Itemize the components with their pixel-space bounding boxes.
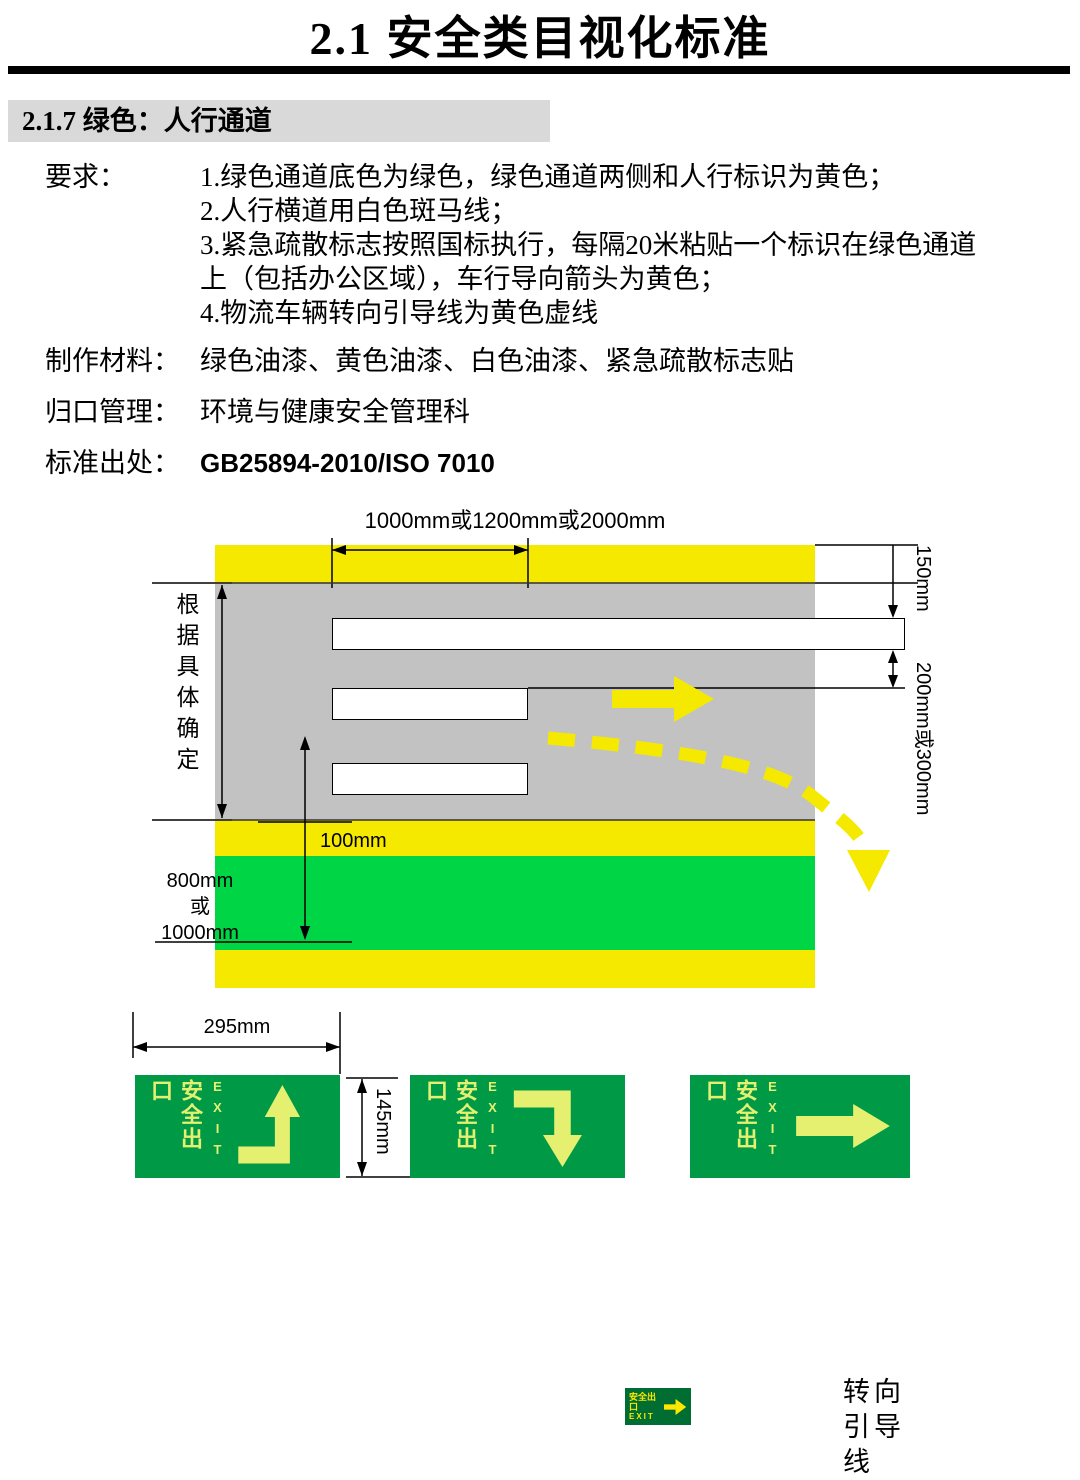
turn-up-arrow-icon — [238, 1085, 301, 1164]
management-value: 环境与健康安全管理科 — [200, 397, 470, 427]
management-label: 归口管理： — [45, 397, 180, 427]
zebra-stripe — [332, 618, 905, 650]
section-heading: 2.1.7 绿色：人行通道 — [8, 100, 550, 142]
green-walkway-area — [215, 856, 815, 950]
standard-value: GB25894-2010/ISO 7010 — [200, 448, 495, 478]
walkway-diagram: 1000mm或1200mm或2000mm 根据具体确定 150mm 200mm或… — [0, 500, 1080, 1477]
zebra-stripe — [332, 688, 528, 720]
right-arrow-icon — [663, 1398, 687, 1415]
zebra-gap-dimension-label: 200mm或300mm — [912, 662, 934, 816]
sign-height-dimension-label: 145mm — [372, 1088, 394, 1155]
turn-guide-arrowhead-icon — [847, 850, 890, 892]
evacuation-sign: 安全出口 EXIT — [625, 1388, 691, 1425]
yellow-edge-stripe-bottom — [215, 950, 815, 988]
sign-width-dimension-label: 295mm — [203, 1016, 271, 1038]
zebra-stripe — [332, 763, 528, 795]
exit-sign-turn-up: 安全出口 EXIT — [135, 1075, 340, 1178]
requirements-label: 要求： — [45, 162, 126, 192]
standard-label: 标准出处： — [45, 448, 180, 478]
materials-label: 制作材料： — [45, 346, 180, 376]
requirement-line: 上（包括办公区域），车行导向箭头为黄色； — [200, 264, 727, 294]
exit-sign-turn-down: 安全出口 EXIT — [410, 1075, 625, 1178]
evacuation-sign-text: 安全出口 EXIT — [629, 1392, 657, 1421]
requirement-line: 2.人行横道用白色斑马线； — [200, 196, 518, 226]
requirement-line: 1.绿色通道底色为绿色，绿色通道两侧和人行标识为黄色； — [200, 162, 896, 192]
turn-down-arrow-icon — [513, 1090, 582, 1167]
top-width-dimension-label: 1000mm或1200mm或2000mm — [364, 508, 666, 533]
left-height-note: 根据具体确定 — [173, 592, 198, 778]
green-width-dimension-label: 800mm 或 1000mm — [161, 870, 239, 944]
exit-sign-right: 安全出口 EXIT — [690, 1075, 910, 1178]
yellow-edge-stripe-top — [215, 545, 815, 583]
stripe-width-dimension-label: 150mm — [912, 545, 934, 612]
yellow-edge-stripe-middle — [215, 820, 815, 856]
requirement-line: 4.物流车辆转向引导线为黄色虚线 — [200, 298, 599, 328]
straight-right-arrow-icon — [796, 1104, 890, 1148]
requirements-text: 1.绿色通道底色为绿色，绿色通道两侧和人行标识为黄色； 2.人行横道用白色斑马线… — [200, 160, 976, 330]
page-title: 2.1 安全类目视化标准 — [309, 13, 771, 64]
edge-line-width-dimension-label: 100mm — [320, 830, 387, 852]
materials-value: 绿色油漆、黄色油漆、白色油漆、紧急疏散标志贴 — [200, 346, 794, 376]
turn-guide-label: 转向 引导 线 — [843, 1377, 905, 1477]
title-divider — [8, 66, 1070, 74]
requirement-line: 3.紧急疏散标志按照国标执行，每隔20米粘贴一个标识在绿色通道 — [200, 230, 977, 260]
